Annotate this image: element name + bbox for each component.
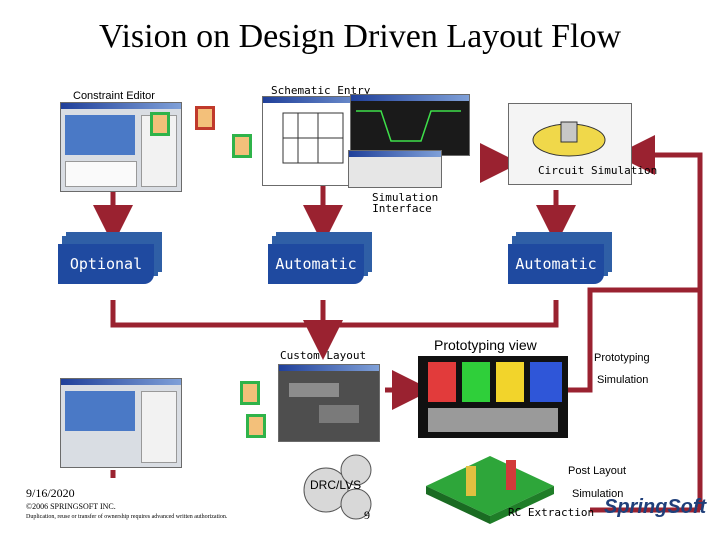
simulation-interface-label: Simulation Interface [372, 191, 439, 215]
device-marker-icon [246, 414, 266, 438]
waveform-window [350, 94, 470, 156]
post-layout-3d-graphic [426, 456, 554, 524]
waveform-plot [356, 110, 461, 142]
constraint-editor-window-2 [60, 378, 182, 468]
circuit-simulation-label: Circuit Simulation [538, 164, 658, 177]
optional-step: Optional [58, 244, 154, 284]
device-marker-icon [150, 112, 170, 136]
slide-date: 9/16/2020 [26, 486, 75, 500]
feedback-arrow [615, 135, 703, 510]
disclaimer-text: Duplication, reuse or transfer of owners… [26, 514, 228, 520]
gears-icon [303, 454, 372, 520]
drc-lvs-label: DRC/LVS [310, 478, 362, 492]
post-simulation-label: Simulation [572, 488, 624, 500]
slide-title: Vision on Design Driven Layout Flow [98, 18, 622, 55]
constraint-editor-label: Constraint Editor [73, 90, 155, 102]
post-layout-label: Post Layout [568, 465, 627, 477]
prototyping-view-graphic [418, 356, 568, 438]
constraint-editor-list [65, 161, 137, 187]
springsoft-logo: SpringSoft [604, 496, 707, 518]
automatic-step-schematic: Automatic [268, 244, 364, 284]
custom-layout-label: Custom Layout [280, 349, 367, 362]
simulation-label: Simulation [597, 374, 649, 386]
rc-extraction-label: RC Extraction [508, 506, 595, 519]
custom-layout-window [278, 364, 380, 442]
device-marker-icon [240, 381, 260, 405]
schematic-entry-label: Schematic Entry [271, 84, 371, 97]
automatic-step-simulation: Automatic [508, 244, 604, 284]
constraint-editor-grid [65, 115, 135, 155]
circuit-simulation-icon [508, 103, 632, 185]
prototyping-view-label: Prototyping view [434, 337, 537, 353]
schematic-drawing [282, 112, 364, 164]
device-marker-icon [195, 106, 215, 130]
sim-dialog-window [348, 150, 442, 188]
prototyping-label: Prototyping [594, 352, 650, 364]
device-marker-icon [232, 134, 252, 158]
copyright-text: ©2006 SPRINGSOFT INC. [26, 502, 116, 511]
page-number: 9 [364, 508, 370, 522]
